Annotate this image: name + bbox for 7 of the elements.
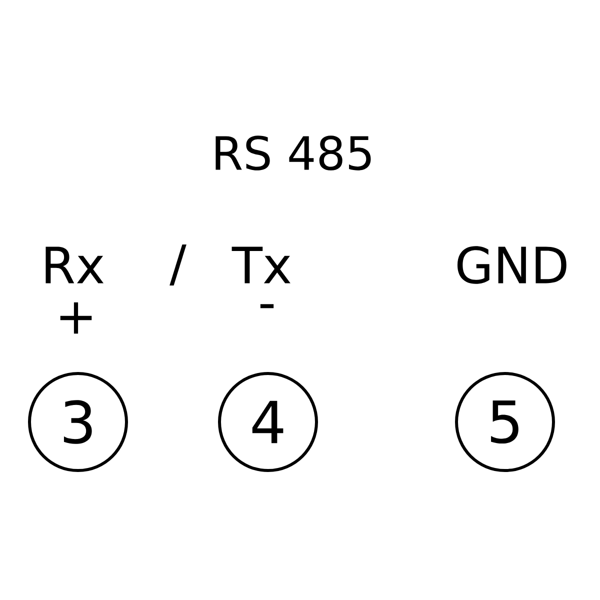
- pin-label: Tx: [232, 246, 290, 284]
- separator-text: /: [170, 244, 186, 286]
- polarity-sign: +: [60, 302, 92, 334]
- pin-label: Rx: [46, 246, 104, 284]
- polarity-sign: -: [260, 304, 274, 308]
- pin-label: GND: [458, 246, 566, 284]
- title-text: RS 485: [216, 136, 371, 170]
